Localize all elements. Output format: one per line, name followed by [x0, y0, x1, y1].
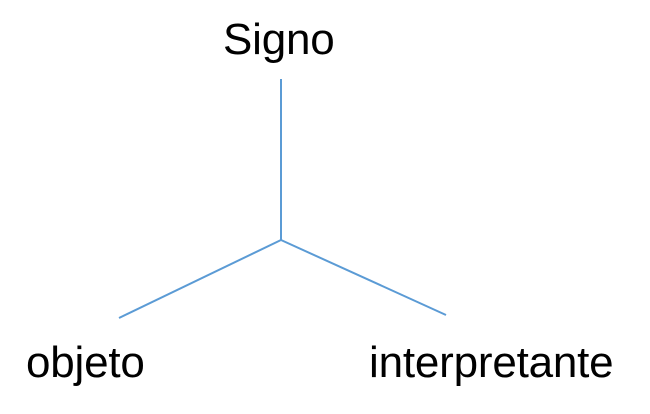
edge-line-objeto [118, 239, 282, 319]
node-label-signo: Signo [223, 15, 335, 64]
edge-line-interpretante [280, 239, 447, 316]
node-label-objeto: objeto [26, 338, 145, 387]
node-label-interpretante: interpretante [369, 338, 614, 387]
